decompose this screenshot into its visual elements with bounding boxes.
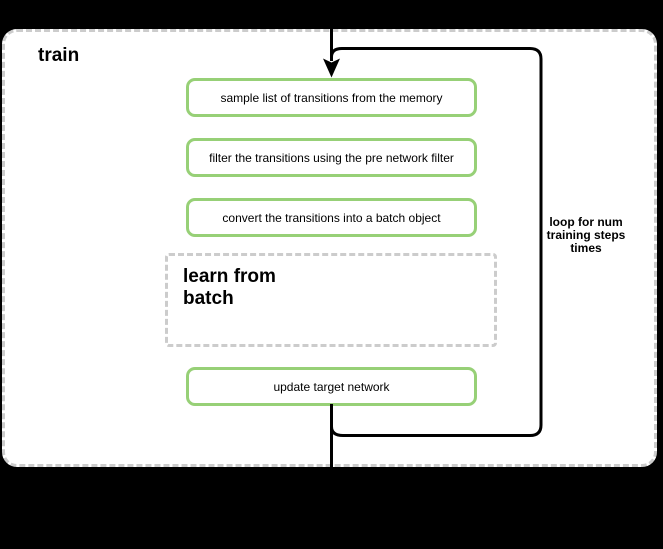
node-update-target-network-label: update target network bbox=[273, 379, 390, 394]
node-sample-transitions-label: sample list of transitions from the memo… bbox=[220, 90, 443, 105]
train-title: train bbox=[38, 45, 80, 66]
node-filter-transitions-label: filter the transitions using the pre net… bbox=[209, 150, 454, 165]
node-convert-batch: convert the transitions into a batch obj… bbox=[186, 198, 477, 237]
subprocess-learn-from-batch: learn from batch bbox=[165, 253, 497, 347]
node-filter-transitions: filter the transitions using the pre net… bbox=[186, 138, 477, 177]
subprocess-learn-from-batch-label: learn from batch bbox=[183, 266, 276, 309]
loop-annotation: loop for num training steps times bbox=[546, 215, 626, 255]
node-update-target-network: update target network bbox=[186, 367, 477, 406]
node-sample-transitions: sample list of transitions from the memo… bbox=[186, 78, 477, 117]
node-convert-batch-label: convert the transitions into a batch obj… bbox=[222, 210, 441, 225]
